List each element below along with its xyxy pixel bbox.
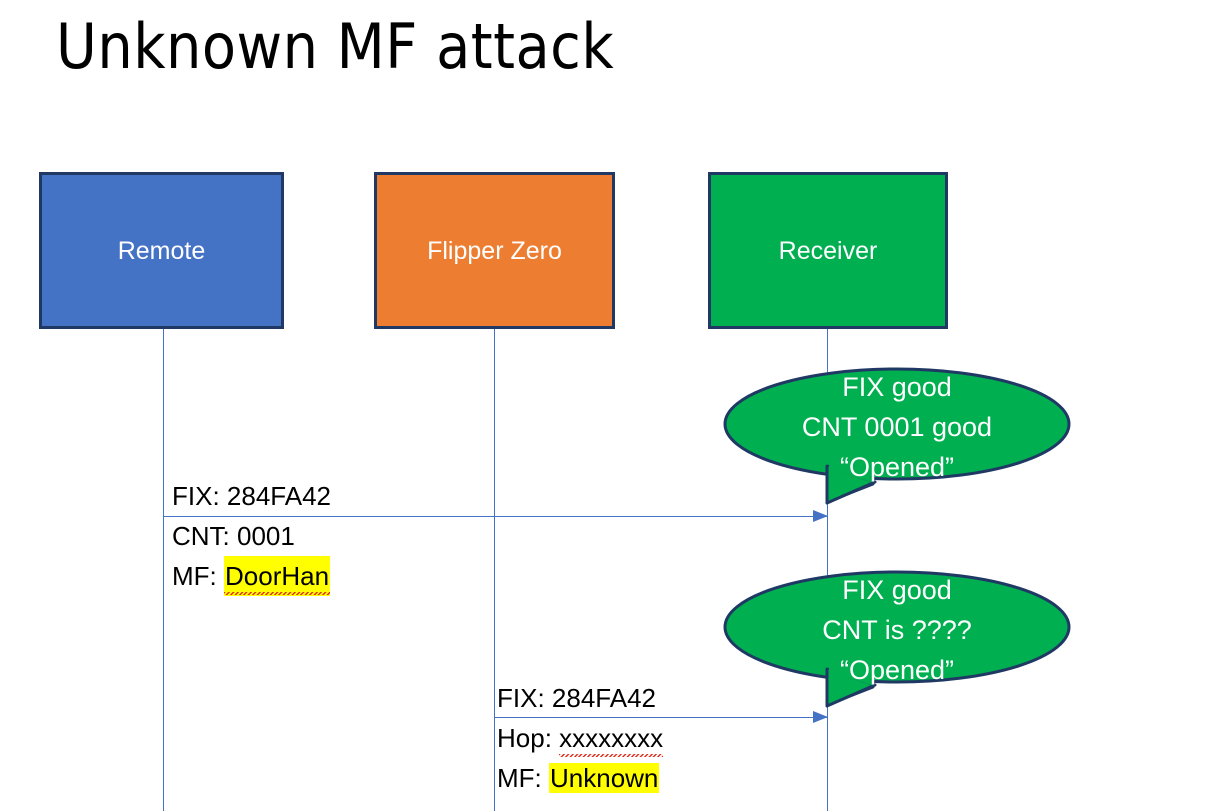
message-1-line-3: MF: DoorHan xyxy=(172,556,331,596)
message-2-line-1-prefix: FIX: xyxy=(497,683,552,713)
lifeline-receiver xyxy=(827,329,828,811)
message-1-line-1-value: 284FA42 xyxy=(226,481,331,511)
slide-title: Unknown MF attack xyxy=(56,10,615,83)
message-1-line-2-prefix: CNT: xyxy=(172,521,237,551)
callout-bubble-2: FIX good CNT is ???? “Opened” xyxy=(723,565,1071,723)
actor-label-remote: Remote xyxy=(117,236,206,265)
actor-box-receiver[interactable]: Receiver xyxy=(708,172,948,329)
message-1-line-1-prefix: FIX: xyxy=(172,481,227,511)
message-arrow-flipper-to-receiver xyxy=(494,711,828,723)
message-label-1: FIX: 284FA42 CNT: 0001 MF: DoorHan xyxy=(172,476,331,596)
message-2-line-2-value: xxxxxxxx xyxy=(559,718,664,758)
callout-bubble-1: FIX good CNT 0001 good “Opened” xyxy=(723,362,1071,520)
actor-box-flipper[interactable]: Flipper Zero xyxy=(374,172,615,329)
message-1-line-1: FIX: 284FA42 xyxy=(172,476,331,516)
lifeline-remote xyxy=(163,329,164,811)
message-1-line-2-value: 0001 xyxy=(237,521,295,551)
message-2-line-3-prefix: MF: xyxy=(497,763,549,793)
message-2-line-3: MF: Unknown xyxy=(497,758,663,798)
message-1-line-3-prefix: MF: xyxy=(172,561,224,591)
message-2-line-3-value: Unknown xyxy=(549,763,660,793)
message-2-line-1-value: 284FA42 xyxy=(551,683,656,713)
message-2-line-2: Hop: xxxxxxxx xyxy=(497,718,664,758)
callout-1-shape xyxy=(723,367,1071,505)
actor-label-flipper: Flipper Zero xyxy=(427,236,562,265)
message-1-line-3-value: DoorHan xyxy=(224,556,331,596)
lifeline-flipper xyxy=(494,329,495,811)
message-2-line-1: FIX: 284FA42 xyxy=(497,678,663,718)
message-2-line-2-prefix: Hop: xyxy=(497,723,560,753)
actor-label-receiver: Receiver xyxy=(778,236,878,265)
message-label-2: FIX: 284FA42 Hop: xxxxxxxx MF: Unknown xyxy=(497,678,664,798)
actor-box-remote[interactable]: Remote xyxy=(39,172,284,329)
message-arrow-remote-to-receiver xyxy=(163,510,828,522)
message-1-line-2: CNT: 0001 xyxy=(172,516,331,556)
callout-2-shape xyxy=(723,570,1071,708)
